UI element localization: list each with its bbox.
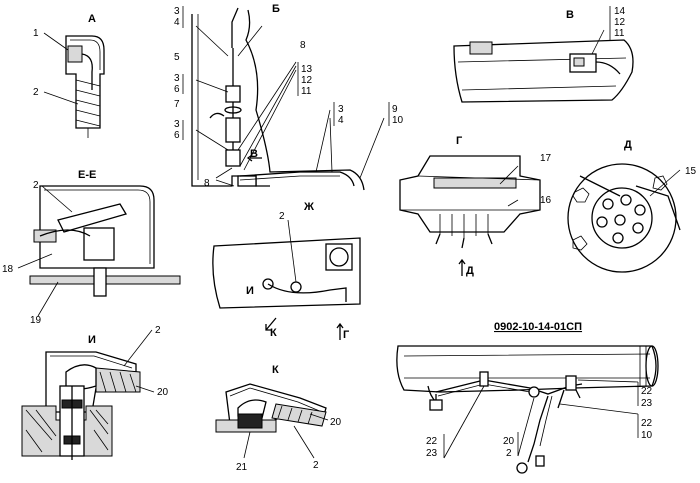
view-ee: Е-Е 2 18 19 [2,169,181,326]
callout-k-2: 2 [313,460,319,471]
callout-b-4b: 4 [338,115,344,126]
callout-d-15: 15 [685,166,697,177]
view-v-title: В [566,9,574,21]
callout-spec-22a: 22 [641,386,653,397]
view-i: И 2 20 [21,325,169,460]
view-spec: 0902-10-14-01СП 22 23 22 10 22 23 20 2 [396,321,659,474]
view-g-title: Г [456,135,463,147]
callout-b-4a: 4 [174,17,180,28]
callout-b-5: 5 [174,52,180,63]
callout-b-6a: 6 [174,84,180,95]
callout-k-21: 21 [236,462,248,473]
view-g: Г 17 16 Д [399,135,552,277]
callout-ee-18: 18 [2,264,14,275]
callout-b-3b: 3 [174,73,180,84]
callout-v-11: 11 [614,28,625,39]
view-zh-arrow-g: Г [343,329,350,341]
callout-b-11: 11 [301,86,312,97]
callout-spec-23b: 23 [426,448,438,459]
callout-spec-20: 20 [503,436,515,447]
view-k-title: К [272,364,279,376]
callout-b-3d: 3 [338,104,344,115]
view-k: К 20 21 2 [215,364,342,473]
callout-a-2: 2 [33,87,39,98]
callout-b-3a: 3 [174,6,180,17]
view-b: Б В 3 4 5 8 3 6 13 12 11 7 3 6 [174,3,404,191]
callout-zh-i: И [246,285,254,297]
view-a: А 1 2 [33,13,105,138]
callout-ee-19: 19 [30,315,42,326]
callout-a-1: 1 [33,28,39,39]
callout-b-10: 10 [392,115,404,126]
callout-b-9: 9 [392,104,398,115]
view-d-title: Д [624,139,632,151]
callout-spec-23a: 23 [641,398,653,409]
callout-b-12: 12 [301,75,313,86]
callout-g-17: 17 [540,153,552,164]
view-b-title: Б [272,3,280,15]
callout-spec-22b: 22 [641,418,653,429]
view-zh-arrow-k: К [270,327,277,339]
callout-k-20: 20 [330,417,342,428]
callout-spec-10: 10 [641,430,653,441]
callout-v-12: 12 [614,17,626,28]
view-ee-title: Е-Е [78,169,96,181]
view-a-title: А [88,13,96,25]
callout-i-20: 20 [157,387,169,398]
callout-zh-2: 2 [279,211,285,222]
callout-ee-2: 2 [33,180,39,191]
view-g-arrow-d: Д [466,265,474,277]
view-zh: Ж 2 И К Г [212,201,361,341]
drawing-code: 0902-10-14-01СП [494,321,582,333]
callout-b-13: 13 [301,64,313,75]
callout-g-16: 16 [540,195,552,206]
view-v: В 14 12 11 [453,6,634,103]
callout-v-14: 14 [614,6,626,17]
view-d: Д 15 [567,139,697,273]
view-b-arrow-v: В [250,148,258,160]
callout-b-7: 7 [174,99,180,110]
callout-spec-22c: 22 [426,436,438,447]
callout-b-3c: 3 [174,119,180,130]
view-i-title: И [88,334,96,346]
callout-i-2: 2 [155,325,161,336]
callout-spec-2: 2 [506,448,512,459]
callout-b-6b: 6 [174,130,180,141]
view-zh-title: Ж [303,201,314,213]
callout-b-8a: 8 [300,40,306,51]
callout-b-8b: 8 [204,178,210,189]
